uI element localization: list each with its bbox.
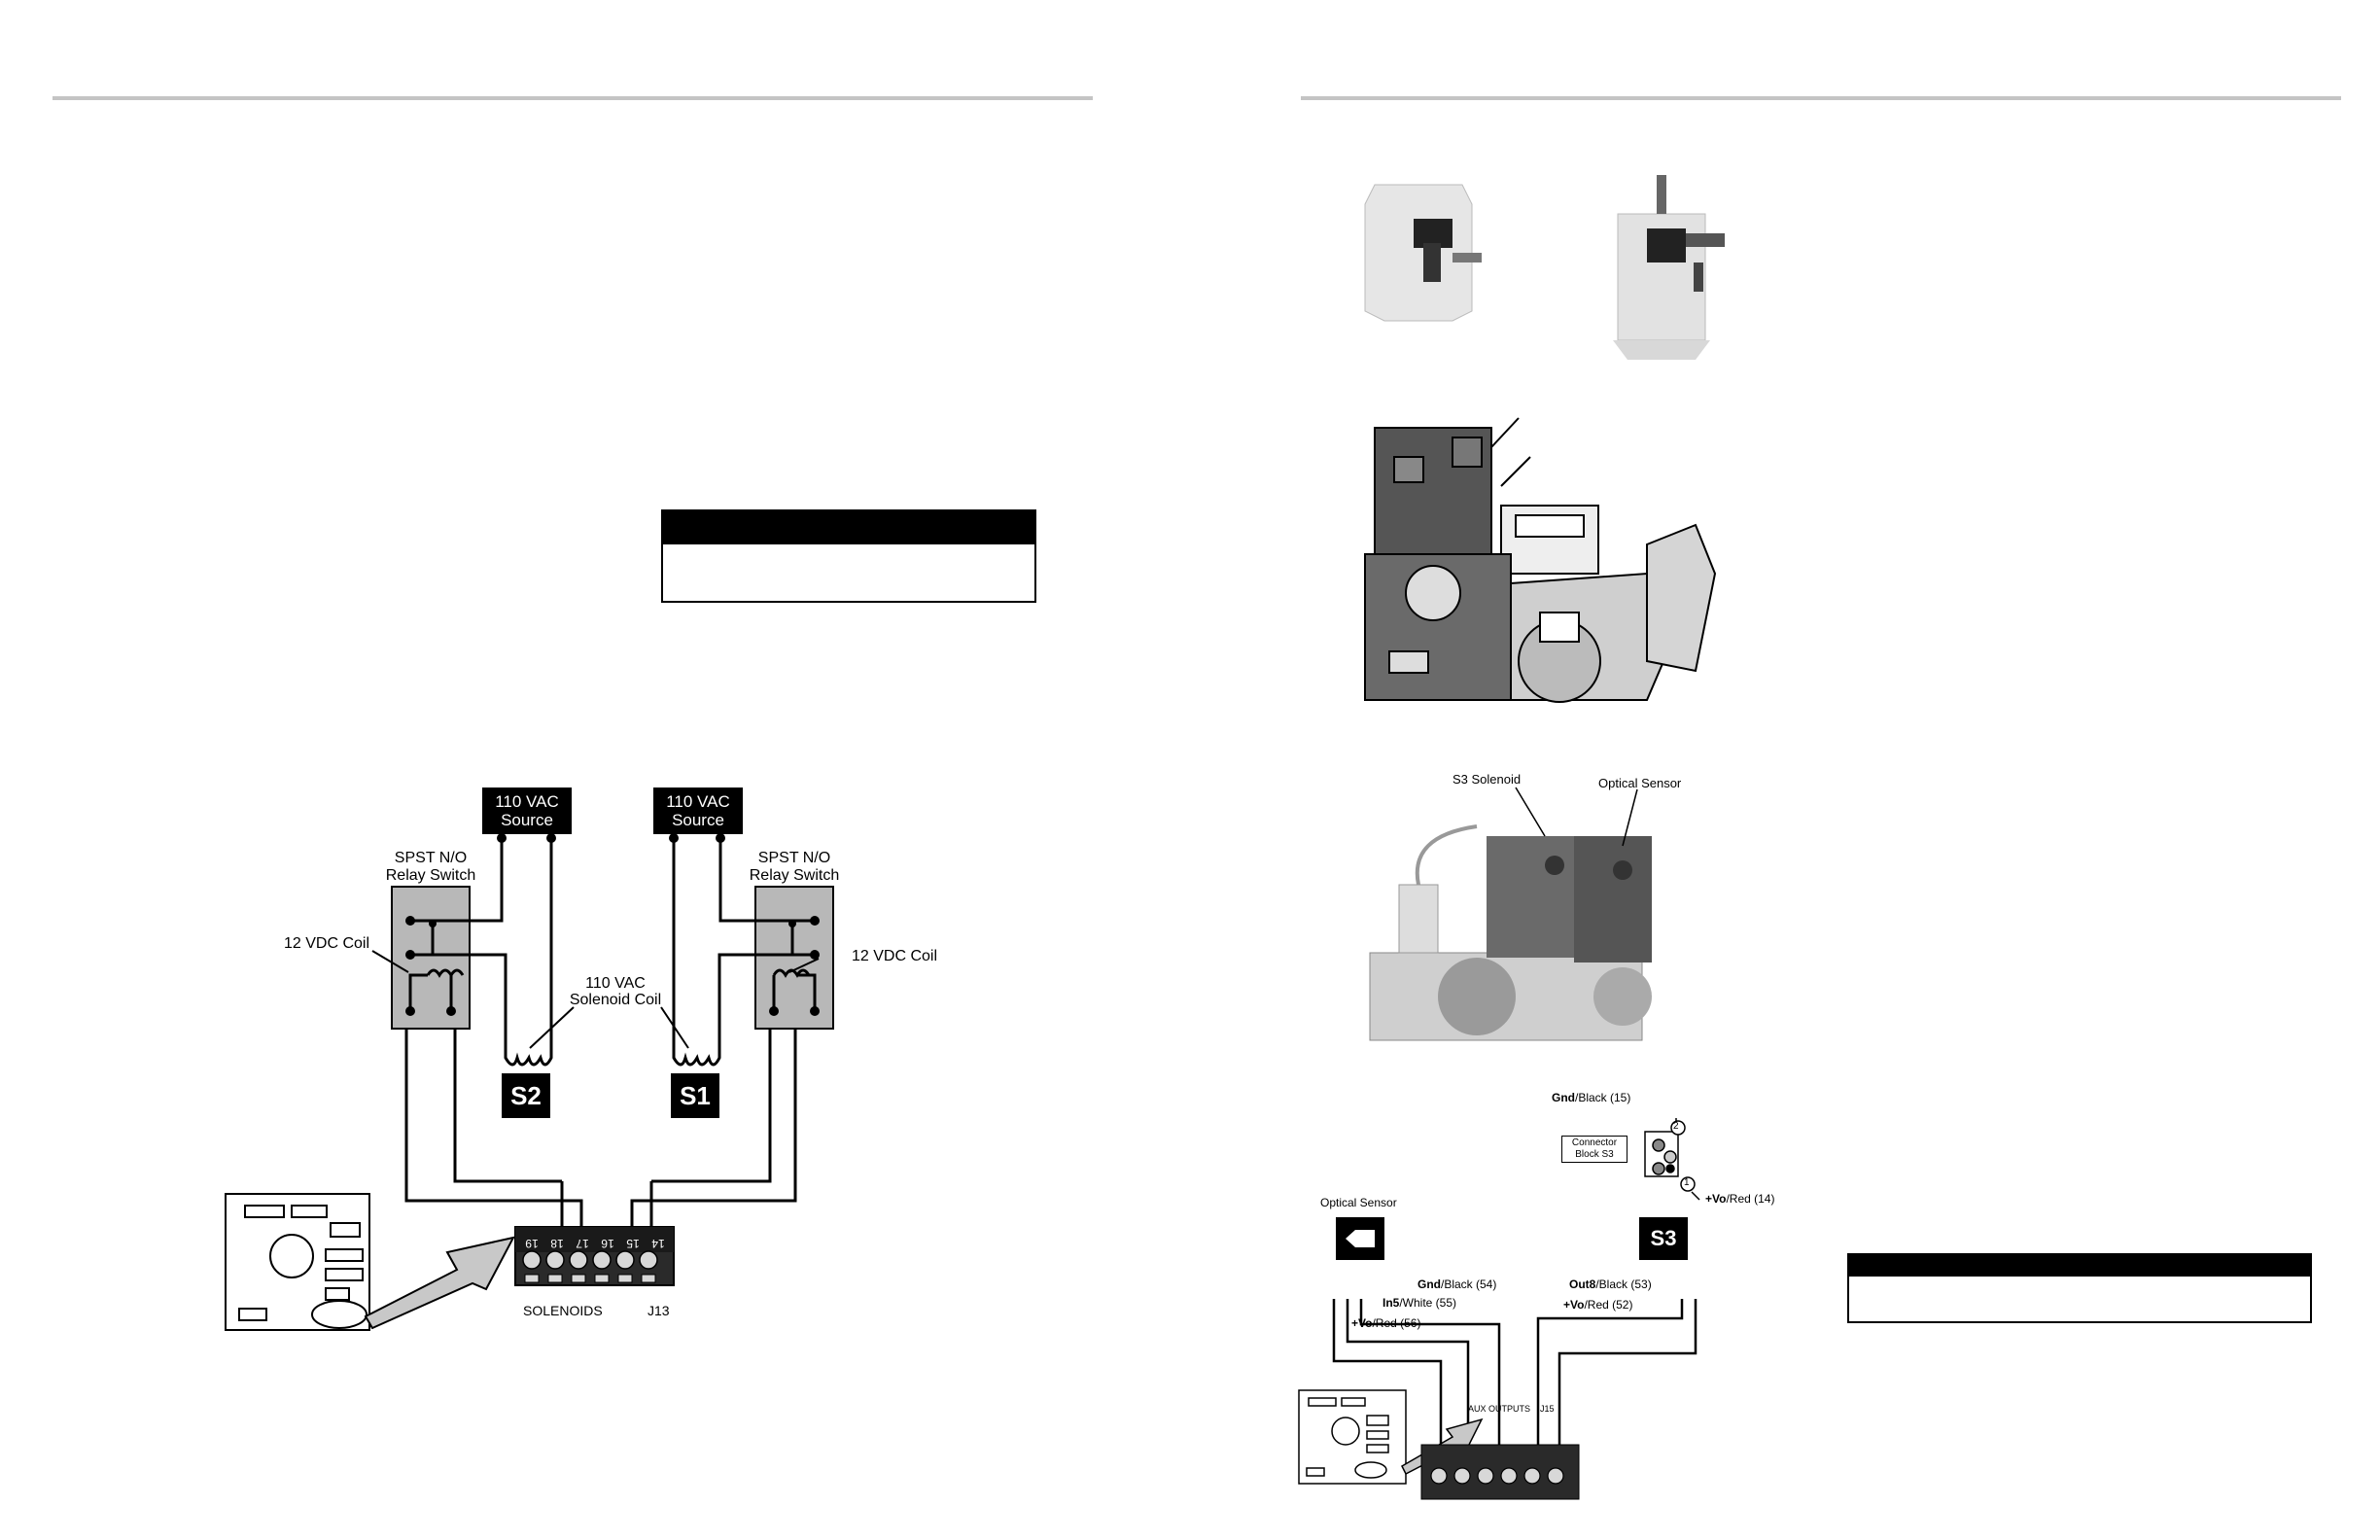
- source-left-label: 110 VAC Source: [482, 788, 572, 834]
- solenoid-line1: 110 VAC: [585, 975, 646, 992]
- terminal-numbers: 19 18 17 16 15 14: [522, 1227, 668, 1250]
- wire-color: /Black (53): [1595, 1278, 1652, 1291]
- source-right-label: 110 VAC Source: [653, 788, 743, 834]
- relay-line2: Relay Switch: [385, 867, 476, 884]
- solenoid-s2-symbol: S2: [502, 1073, 550, 1118]
- wire-color: /Black (54): [1441, 1278, 1497, 1291]
- gnd-black-15-label: Gnd/Black (15): [1552, 1091, 1630, 1104]
- source-line1: 110 VAC: [666, 792, 730, 811]
- wire-name: In5: [1382, 1296, 1400, 1310]
- coil-right-label: 12 VDC Coil: [852, 948, 938, 964]
- note-header-bar: [1849, 1255, 2310, 1277]
- wire-name: Out8: [1569, 1278, 1596, 1291]
- terminal-number: 19: [525, 1237, 539, 1250]
- relay-line2: Relay Switch: [749, 867, 840, 884]
- relay-line1: SPST N/O: [757, 850, 831, 866]
- wire-name: Gnd: [1418, 1278, 1441, 1291]
- s3-solenoid-photo-label: S3 Solenoid: [1452, 772, 1522, 787]
- vo-red-56-label: +Vo/Red (56): [1351, 1316, 1420, 1330]
- right-page-header-rule: [1301, 96, 2341, 100]
- s3-solenoid-symbol: S3: [1639, 1217, 1688, 1260]
- vo-red-14-label: +Vo/Red (14): [1705, 1192, 1774, 1206]
- controller-board-sketch: [225, 1193, 370, 1331]
- optical-sensor-photo-label: Optical Sensor: [1598, 776, 1682, 790]
- pin-2-label: 2: [1673, 1121, 1679, 1132]
- solenoid-s1-symbol: S1: [671, 1073, 719, 1118]
- gnd-black-54-label: Gnd/Black (54): [1418, 1278, 1496, 1291]
- terminal-number: 18: [550, 1237, 564, 1250]
- wire-name: +Vo: [1351, 1316, 1373, 1330]
- connector-line1: Connector: [1571, 1138, 1618, 1148]
- meter-drawing: [1364, 417, 1717, 703]
- wire-color: /Black (15): [1575, 1091, 1631, 1104]
- valve-photo-right: [1613, 175, 1725, 360]
- left-page-header-rule: [52, 96, 1093, 100]
- terminal-number: 14: [651, 1237, 665, 1250]
- aux-outputs-block-label: AUX OUTPUTS: [1468, 1404, 1531, 1414]
- valve-photo-left: [1364, 184, 1482, 322]
- terminal-block-j15: [1420, 1444, 1580, 1500]
- terminal-number: 17: [576, 1237, 589, 1250]
- coil-left-label: 12 VDC Coil: [284, 935, 370, 952]
- meter-with-s3-photo: [1369, 787, 1652, 1041]
- wire-color: /White (55): [1399, 1296, 1457, 1310]
- terminal-block-j13: [514, 1226, 675, 1286]
- source-line1: 110 VAC: [495, 792, 559, 811]
- in5-white-55-label: In5/White (55): [1382, 1296, 1456, 1310]
- controller-board-sketch: [1298, 1389, 1407, 1485]
- optical-sensor-label: Optical Sensor: [1320, 1196, 1397, 1209]
- left-note-box: [661, 509, 1036, 603]
- wire-name: Gnd: [1552, 1091, 1575, 1104]
- wire-color: /Red (52): [1584, 1298, 1633, 1312]
- source-line2: Source: [672, 811, 724, 829]
- wire-color: /Red (56): [1372, 1316, 1421, 1330]
- wire-name: +Vo: [1563, 1298, 1585, 1312]
- connector-line2: Block S3: [1575, 1149, 1614, 1160]
- relay-wiring-diagram: [225, 833, 834, 1331]
- right-note-box: [1847, 1253, 2312, 1323]
- aux-output-wiring-diagram: [1298, 1118, 1700, 1500]
- relay-box-left: [391, 886, 471, 1030]
- valve-photos: [1364, 175, 1725, 1041]
- wire-name: +Vo: [1705, 1192, 1727, 1206]
- out8-black-53-label: Out8/Black (53): [1569, 1278, 1652, 1291]
- vo-red-52-label: +Vo/Red (52): [1563, 1298, 1632, 1312]
- optical-sensor-icon: [1346, 1230, 1375, 1247]
- solenoid-line2: Solenoid Coil: [569, 992, 662, 1008]
- j13-block-label: J13: [648, 1303, 670, 1318]
- note-header-bar: [663, 511, 1034, 544]
- solenoid-coil-label: 110 VAC Solenoid Coil: [557, 975, 674, 1008]
- relay-box-right: [754, 886, 834, 1030]
- pointer-arrow: [364, 1236, 515, 1330]
- relay-right-label: SPST N/O Relay Switch: [741, 850, 848, 885]
- connector-block-s3-label: Connector Block S3: [1561, 1136, 1628, 1163]
- terminal-number: 15: [626, 1237, 640, 1250]
- j15-block-label: J15: [1540, 1404, 1555, 1414]
- terminal-number: 16: [601, 1237, 614, 1250]
- wire-color: /Red (14): [1726, 1192, 1775, 1206]
- optical-sensor-symbol: [1336, 1217, 1384, 1260]
- relay-left-label: SPST N/O Relay Switch: [377, 850, 484, 885]
- source-line2: Source: [501, 811, 553, 829]
- connector-block-s3-detail: [1644, 1118, 1700, 1201]
- pin-1-label: 1: [1684, 1177, 1690, 1188]
- solenoids-block-label: SOLENOIDS: [523, 1303, 603, 1318]
- relay-line1: SPST N/O: [394, 850, 468, 866]
